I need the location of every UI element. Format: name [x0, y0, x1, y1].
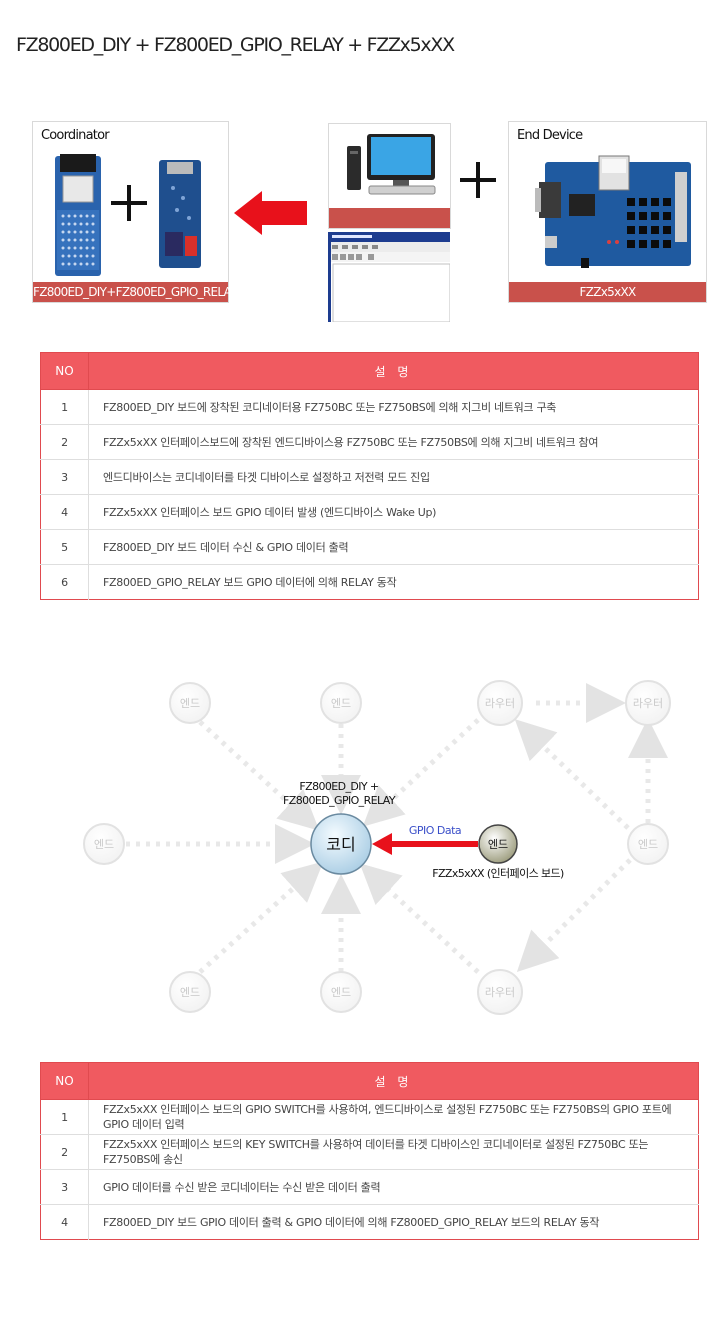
pc-icon — [329, 124, 450, 204]
active-end-caption: FZZx5xXX (인터페이스 보드) — [432, 867, 564, 880]
row-text: FZ800ED_DIY 보드에 장착된 코디네이터용 FZ750BC 또는 FZ… — [89, 390, 699, 425]
svg-text:엔드: 엔드 — [331, 986, 351, 999]
active-end-node: 엔드 — [479, 825, 517, 863]
svg-text:엔드: 엔드 — [94, 838, 114, 851]
link-line — [367, 870, 478, 972]
row-text: FZZx5xXX 인터페이스 보드 GPIO 데이터 발생 (엔드디바이스 Wa… — [89, 495, 699, 530]
description-header: 설 명 — [89, 353, 699, 390]
row-text: FZZx5xXX 인터페이스 보드의 GPIO SWITCH를 사용하여, 엔드… — [89, 1100, 699, 1135]
interface-board-image — [509, 150, 706, 280]
link-line — [200, 722, 312, 824]
row-text: FZ800ED_GPIO_RELAY 보드 GPIO 데이터에 의해 RELAY… — [89, 565, 699, 600]
svg-text:라우터: 라우터 — [633, 697, 663, 710]
end-node: 엔드 — [628, 824, 668, 864]
gpio-data-label: GPIO Data — [409, 824, 461, 837]
pc-box — [328, 123, 451, 229]
table-header-row: NO 설 명 — [41, 353, 699, 390]
row-text: FZ800ED_DIY 보드 GPIO 데이터 출력 & GPIO 데이터에 의… — [89, 1205, 699, 1240]
svg-text:엔드: 엔드 — [180, 986, 200, 999]
svg-text:엔드: 엔드 — [488, 838, 508, 851]
plus-icon — [458, 160, 498, 200]
coordinator-caption-line1: FZ800ED_DIY + — [299, 780, 379, 793]
row-text: FZ800ED_DIY 보드 데이터 수신 & GPIO 데이터 출력 — [89, 530, 699, 565]
link-line — [200, 868, 316, 972]
link-line — [522, 726, 628, 828]
program-window-image — [328, 232, 450, 322]
svg-text:라우터: 라우터 — [485, 697, 515, 710]
end-node: 엔드 — [170, 683, 210, 723]
row-number: 2 — [41, 1135, 89, 1170]
router-node: 라우터 — [478, 681, 522, 725]
end-device-label: End Device — [517, 128, 582, 143]
svg-text:코디: 코디 — [326, 835, 355, 854]
row-number: 1 — [41, 1100, 89, 1135]
table-header-row: NO 설 명 — [41, 1063, 699, 1100]
row-number: 2 — [41, 425, 89, 460]
end-node: 엔드 — [321, 683, 361, 723]
row-text: 엔드디바이스는 코디네이터를 타겟 디바이스로 설정하고 저전력 모드 진입 — [89, 460, 699, 495]
row-text: FZZx5xXX 인터페이스보드에 장착된 엔드디바이스용 FZ750BC 또는… — [89, 425, 699, 460]
row-text: FZZx5xXX 인터페이스 보드의 KEY SWITCH를 사용하여 데이터를… — [89, 1135, 699, 1170]
end-device-box: End Device FZZx5xXX — [508, 121, 707, 303]
coordinator-boards-image — [33, 148, 228, 288]
end-node: 엔드 — [170, 972, 210, 1012]
coordinator-caption: FZ800ED_DIY+FZ800ED_GPIO_RELAY — [33, 282, 228, 302]
coordinator-node: 코디 — [311, 814, 371, 874]
router-node: 라우터 — [478, 970, 522, 1014]
row-number: 3 — [41, 1170, 89, 1205]
description-header: 설 명 — [89, 1063, 699, 1100]
network-diagram: 엔드 엔드 라우터 라우터 엔드 엔드 엔드 엔드 라우터 코디 FZ800ED… — [0, 660, 725, 1040]
page-title: FZ800ED_DIY + FZ800ED_GPIO_RELAY + FZZx5… — [16, 34, 454, 56]
coordinator-label: Coordinator — [41, 128, 109, 143]
row-number: 4 — [41, 495, 89, 530]
arrow-left-icon — [234, 191, 309, 235]
row-number: 1 — [41, 390, 89, 425]
svg-text:엔드: 엔드 — [331, 697, 351, 710]
row-number: 3 — [41, 460, 89, 495]
svg-text:엔드: 엔드 — [180, 697, 200, 710]
svg-text:엔드: 엔드 — [638, 838, 658, 851]
svg-text:라우터: 라우터 — [485, 986, 515, 999]
row-text: GPIO 데이터를 수신 받은 코디네이터는 수신 받은 데이터 출력 — [89, 1170, 699, 1205]
coordinator-box: Coordinator FZ800ED_DIY+FZ800ED_GPIO_REL… — [32, 121, 229, 303]
no-header: NO — [41, 1063, 89, 1100]
gpio-arrow-head-icon — [372, 833, 392, 855]
end-node: 엔드 — [84, 824, 124, 864]
no-header: NO — [41, 353, 89, 390]
end-device-caption: FZZx5xXX — [509, 282, 706, 302]
pc-caption-bar — [329, 208, 450, 228]
coordinator-caption-line2: FZ800ED_GPIO_RELAY — [283, 794, 396, 807]
end-node: 엔드 — [321, 972, 361, 1012]
router-node: 라우터 — [626, 681, 670, 725]
row-number: 4 — [41, 1205, 89, 1240]
row-number: 5 — [41, 530, 89, 565]
row-number: 6 — [41, 565, 89, 600]
